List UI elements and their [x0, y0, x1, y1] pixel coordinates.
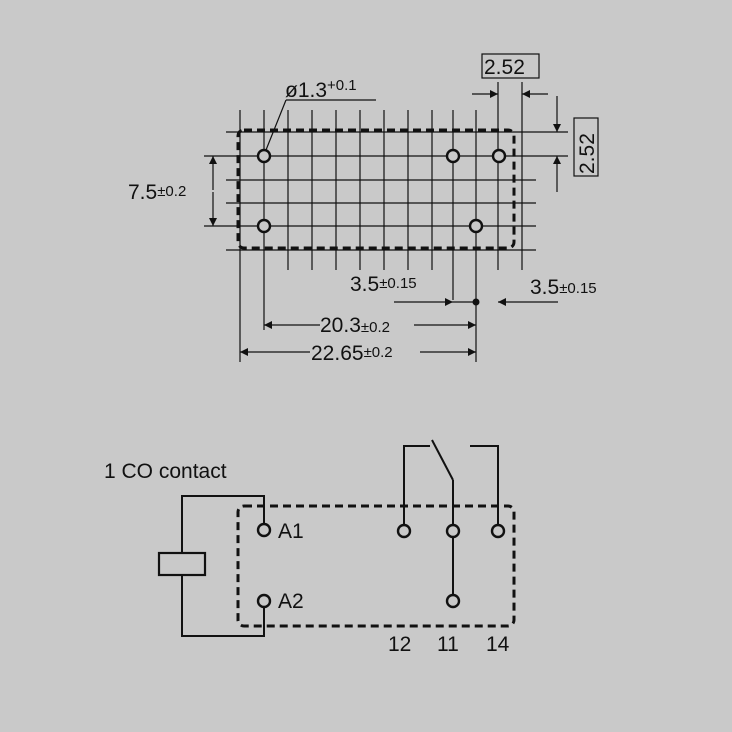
offset-right-dimension: 3.5±0.15 — [498, 276, 597, 306]
terminal-a1 — [256, 522, 272, 538]
schematic-outline — [236, 504, 516, 628]
pin-span-dimension: 20.3±0.2 — [264, 314, 476, 337]
pin-hole — [256, 218, 272, 234]
relay-outline — [236, 128, 516, 250]
pin-hole — [468, 218, 484, 234]
contact-wiring — [403, 439, 499, 600]
total-span-dimension: 22.65±0.2 — [240, 342, 476, 365]
coil-symbol — [157, 551, 207, 577]
grid-vertical-lines — [239, 82, 523, 362]
pitch-vertical-label: 2.52 — [576, 133, 599, 174]
pin-hole — [256, 148, 272, 164]
hole-diameter-label: ø1.3+0.1 — [285, 77, 357, 102]
terminal-11-label: 11 — [437, 633, 459, 656]
pin-hole — [445, 148, 461, 164]
offset-left-label: 3.5±0.15 — [350, 273, 417, 296]
terminal-a2 — [256, 593, 272, 609]
pitch-horizontal-dimension: 2.52 — [472, 53, 548, 98]
pin-holes — [256, 148, 507, 234]
coil-wiring — [181, 495, 265, 637]
terminal-12 — [396, 523, 412, 539]
terminal-14 — [490, 523, 506, 539]
terminal-12-label: 12 — [388, 633, 411, 656]
offset-left-dimension: 3.5±0.15 — [350, 273, 480, 306]
pitch-horizontal-label: 2.52 — [484, 56, 525, 79]
offset-right-label: 3.5±0.15 — [530, 276, 597, 299]
pin-hole — [491, 148, 507, 164]
row-spacing-label: 7.5±0.2 — [128, 181, 186, 204]
terminal-11-lower — [445, 593, 461, 609]
hole-diameter-callout: ø1.3+0.1 — [265, 77, 376, 151]
terminal-14-label: 14 — [486, 633, 510, 656]
relay-schematic: 1 CO contact A1 A2 12 11 14 — [104, 439, 516, 656]
total-span-label: 22.65±0.2 — [311, 342, 393, 365]
pitch-vertical-dimension: 2.52 — [553, 96, 599, 192]
terminal-a2-label: A2 — [278, 590, 304, 613]
terminal-a1-label: A1 — [278, 520, 304, 543]
schematic-title: 1 CO contact — [104, 460, 227, 483]
pin-span-label: 20.3±0.2 — [320, 314, 390, 337]
pcb-footprint: ø1.3+0.1 2.52 2.52 7.5±0.2 3.5±0.15 — [128, 53, 599, 365]
terminal-11 — [445, 523, 461, 539]
row-spacing-dimension: 7.5±0.2 — [128, 156, 217, 226]
